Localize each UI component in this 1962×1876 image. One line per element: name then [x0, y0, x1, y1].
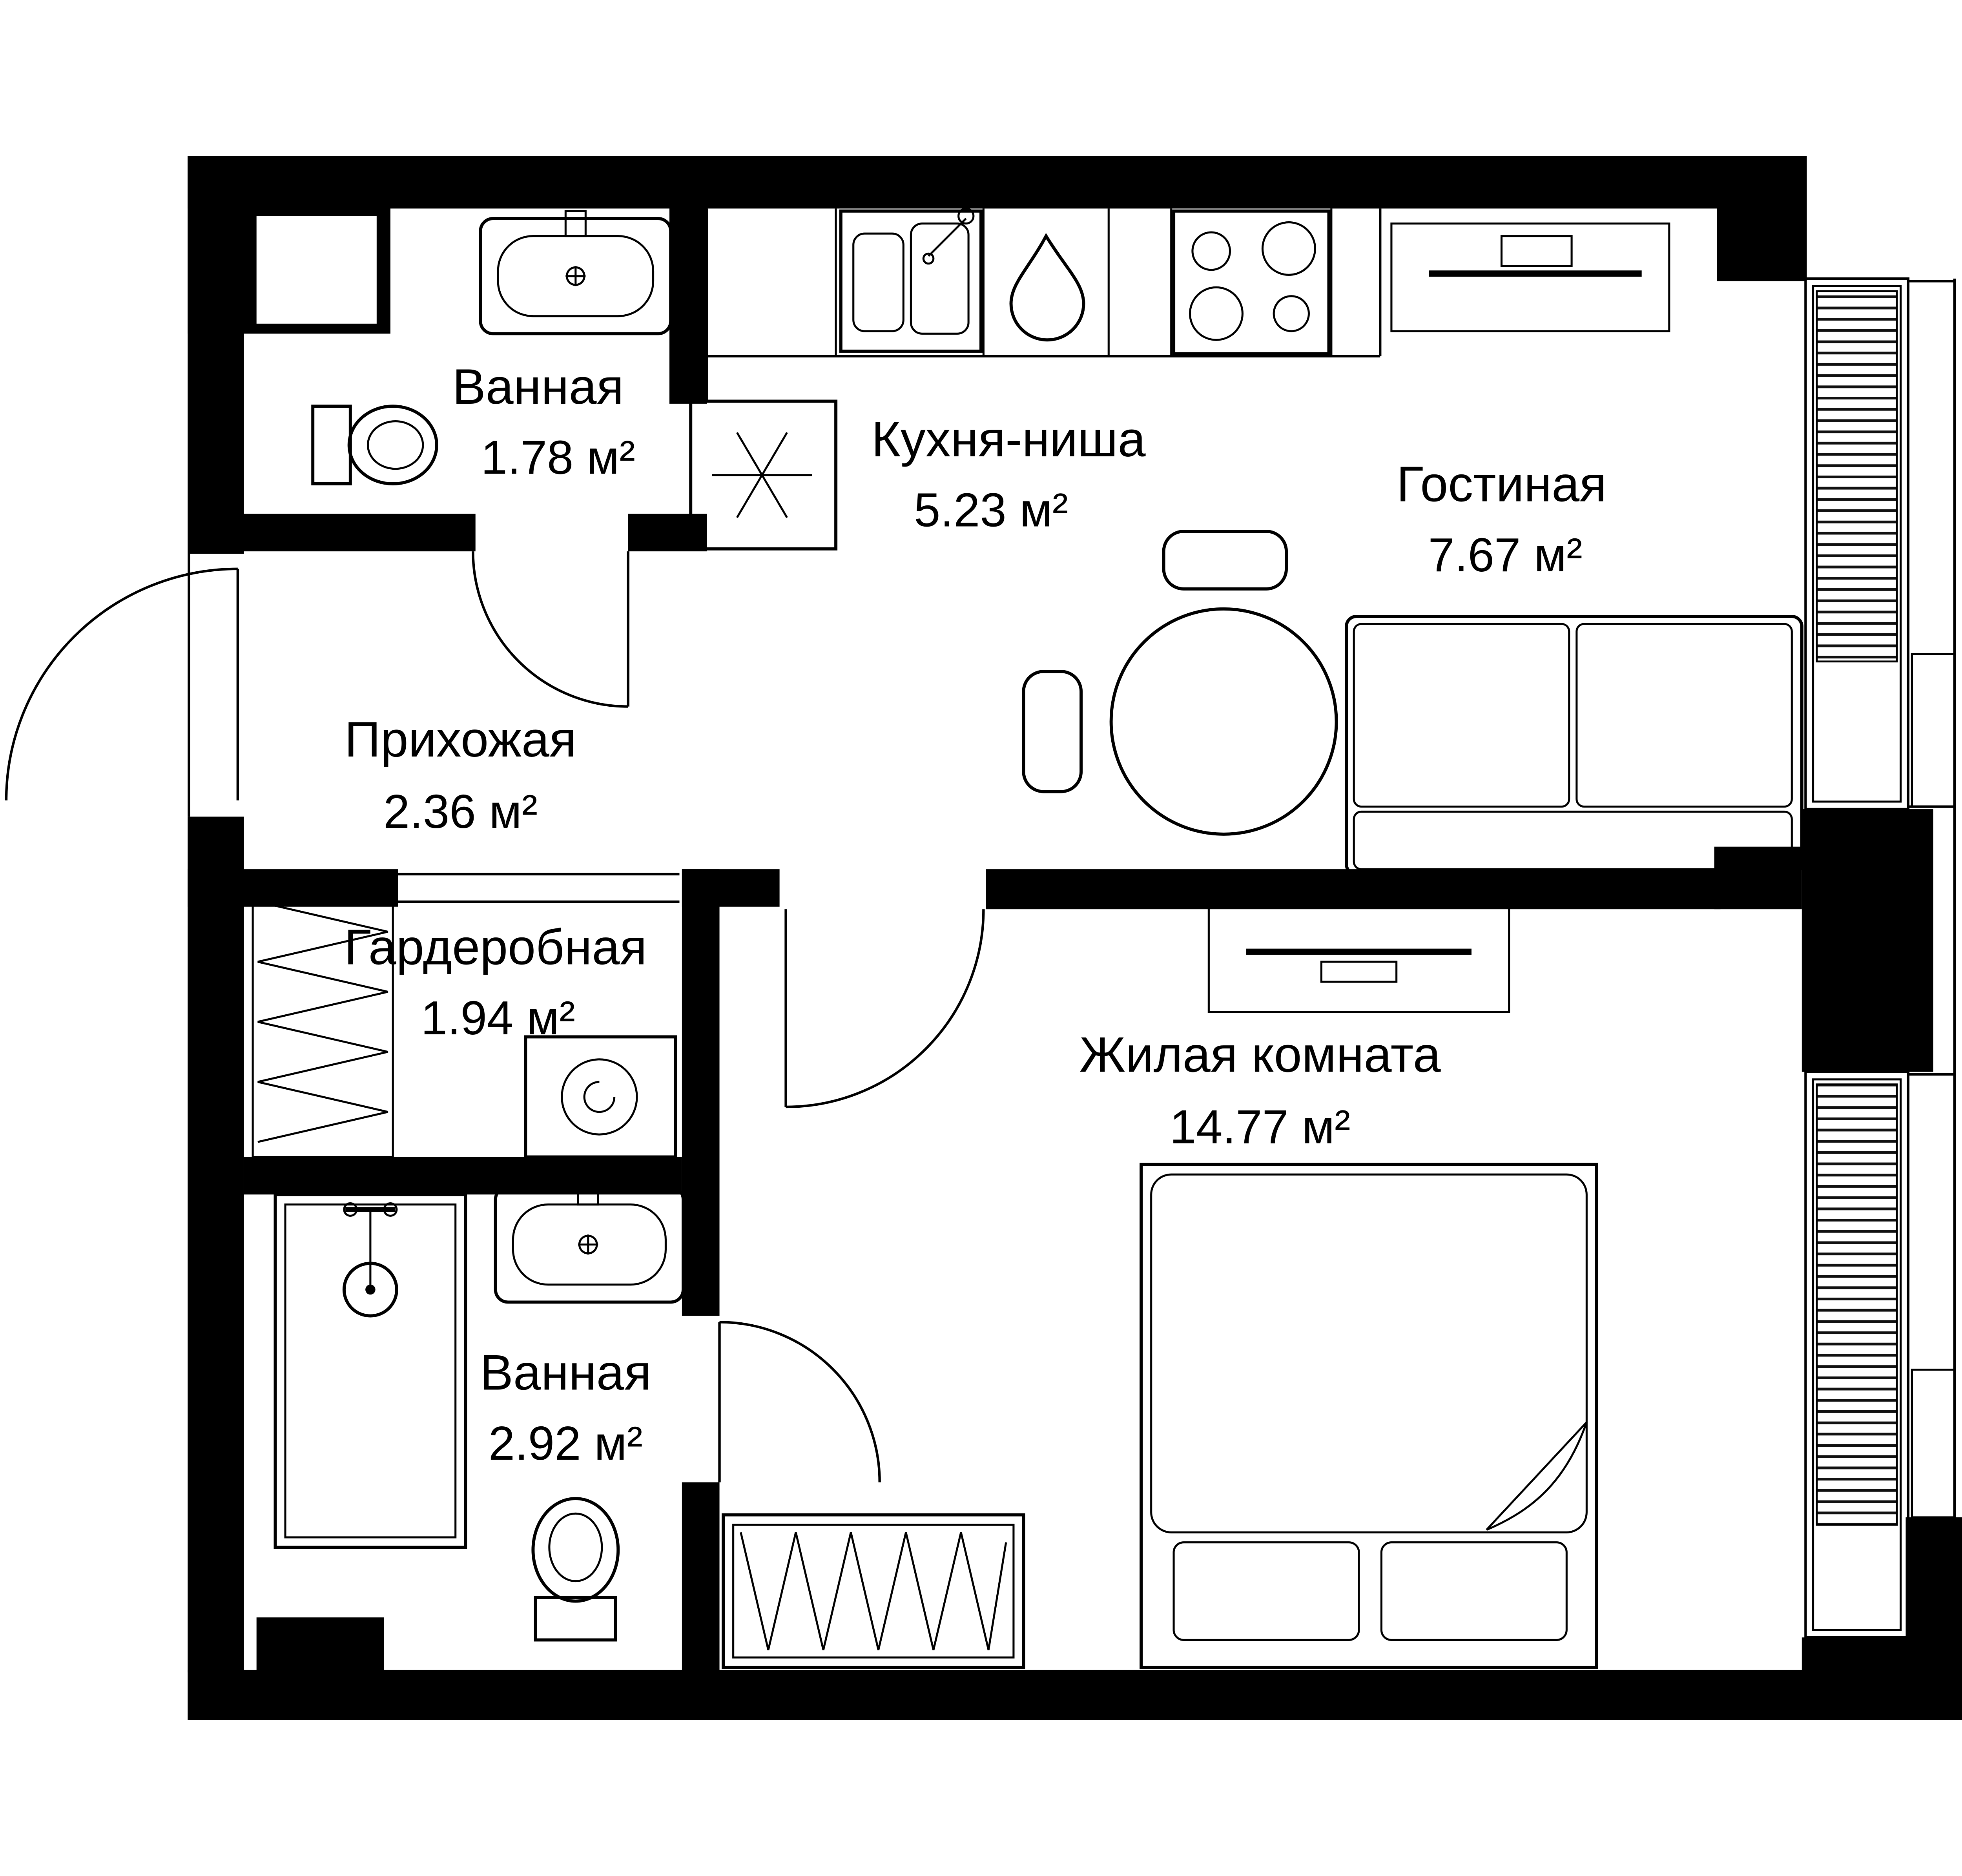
kitchen-sink-icon [839, 207, 983, 353]
chair-top [1162, 530, 1288, 591]
label-living-name: Гостиная [1397, 457, 1606, 512]
wall-niche [1911, 1369, 1956, 1519]
radiator-bottom-icon [1816, 1083, 1898, 1526]
label-bathroom-bottom-name: Ванная [480, 1345, 651, 1401]
label-bathroom-top-area: 1.78 м² [481, 430, 635, 484]
bedroom-closet-rail [722, 1513, 1025, 1669]
label-bathroom-top-name: Ванная [452, 359, 624, 415]
entrance-door-arc [5, 554, 239, 817]
window-radiator-bottom [1804, 1070, 1910, 1639]
shower [274, 1193, 467, 1549]
exterior-edge [1908, 279, 1956, 1670]
bedroom-door-arc [784, 909, 985, 1108]
label-hallway-area: 2.36 м² [383, 785, 538, 838]
room-labels: Ванная 1.78 м² Кухня-ниша 5.23 м² Гостин… [344, 359, 1606, 1470]
kitchen-counter [706, 208, 1382, 401]
label-kitchen-name: Кухня-ниша [872, 412, 1146, 467]
water-drop-icon [1009, 233, 1085, 342]
window-radiator-top [1804, 277, 1910, 811]
tv-console-bedroom [1207, 901, 1510, 1013]
label-bedroom-area: 14.77 м² [1170, 1100, 1351, 1153]
bathroom-bottom-door-arc [718, 1321, 881, 1482]
sofa [1345, 614, 1803, 876]
label-wardrobe-name: Гардеробная [344, 919, 647, 975]
sink-icon-bathroom-top [479, 210, 673, 335]
radiator-top-icon [1816, 290, 1898, 663]
label-living-area: 7.67 м² [1428, 528, 1583, 582]
wall-shaft-notch [256, 216, 377, 324]
wall-niche [1911, 653, 1956, 808]
label-bathroom-bottom-area: 2.92 м² [489, 1417, 643, 1470]
label-bedroom-name: Жилая комната [1079, 1027, 1441, 1083]
stove-icon [1172, 209, 1331, 356]
label-kitchen-area: 5.23 м² [914, 483, 1068, 536]
bathroom-top-door-arc [472, 551, 629, 708]
dining-table [1109, 607, 1338, 836]
label-wardrobe-area: 1.94 м² [421, 991, 575, 1045]
bed [1140, 1163, 1598, 1669]
wardrobe-opening [398, 873, 680, 903]
walls [188, 156, 1962, 1720]
chair-left [1022, 670, 1083, 793]
blanket-fold [1486, 1421, 1588, 1531]
wardrobe-rail [252, 890, 394, 1158]
label-hallway-name: Прихожая [345, 712, 576, 768]
tv-console-living [1390, 222, 1670, 332]
vent-shaft-icon [689, 399, 838, 551]
toilet-icon-bathroom-top [311, 405, 438, 485]
toilet-icon-bathroom-bottom [531, 1497, 620, 1642]
sink-icon-bathroom-bottom [494, 1178, 685, 1304]
washing-machine [524, 1035, 677, 1159]
